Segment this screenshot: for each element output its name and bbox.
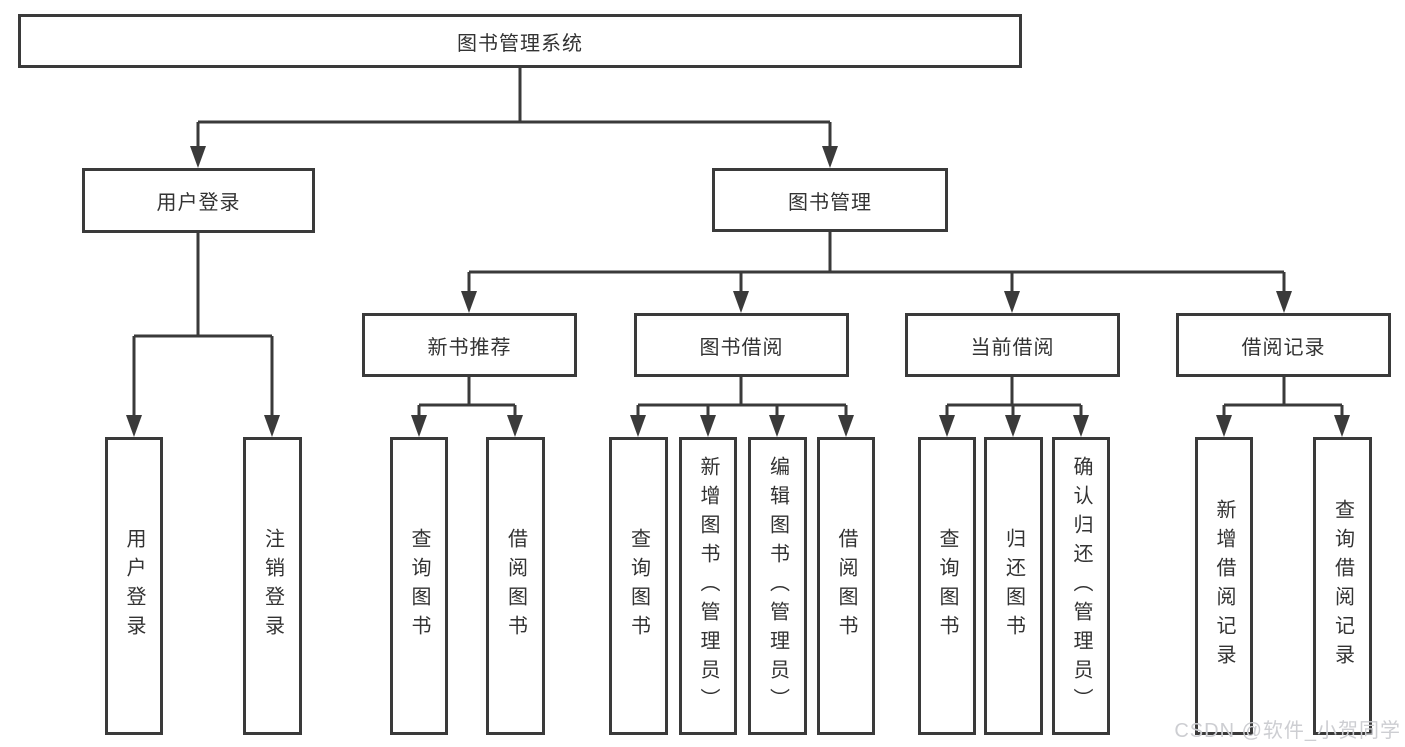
csdn-watermark: CSDN @软件_小贺同学 <box>1174 720 1401 742</box>
leaf-edit-book-admin: 编辑图书（管理员） <box>748 437 807 735</box>
leaf-query-borrow-record: 查询借阅记录 <box>1313 437 1372 735</box>
leaf-query-books-borrowing: 查询图书 <box>609 437 668 735</box>
leaf-user-login: 用户登录 <box>105 437 163 735</box>
node-new-book-recommend: 新书推荐 <box>362 313 577 377</box>
leaf-return-books: 归还图书 <box>984 437 1043 735</box>
leaf-logout: 注销登录 <box>243 437 302 735</box>
leaf-add-borrow-record: 新增借阅记录 <box>1195 437 1253 735</box>
leaf-add-book-admin: 新增图书（管理员） <box>679 437 737 735</box>
node-book-management: 图书管理 <box>712 168 948 232</box>
leaf-query-books-recommend: 查询图书 <box>390 437 448 735</box>
leaf-borrow-books-recommend: 借阅图书 <box>486 437 545 735</box>
node-library-management-system: 图书管理系统 <box>18 14 1022 68</box>
leaf-query-books-current: 查询图书 <box>918 437 976 735</box>
leaf-borrow-books: 借阅图书 <box>817 437 875 735</box>
node-current-borrowing: 当前借阅 <box>905 313 1120 377</box>
leaf-confirm-return-admin: 确认归还（管理员） <box>1052 437 1110 735</box>
node-book-borrowing: 图书借阅 <box>634 313 849 377</box>
node-borrowing-records: 借阅记录 <box>1176 313 1391 377</box>
node-user-login: 用户登录 <box>82 168 315 233</box>
